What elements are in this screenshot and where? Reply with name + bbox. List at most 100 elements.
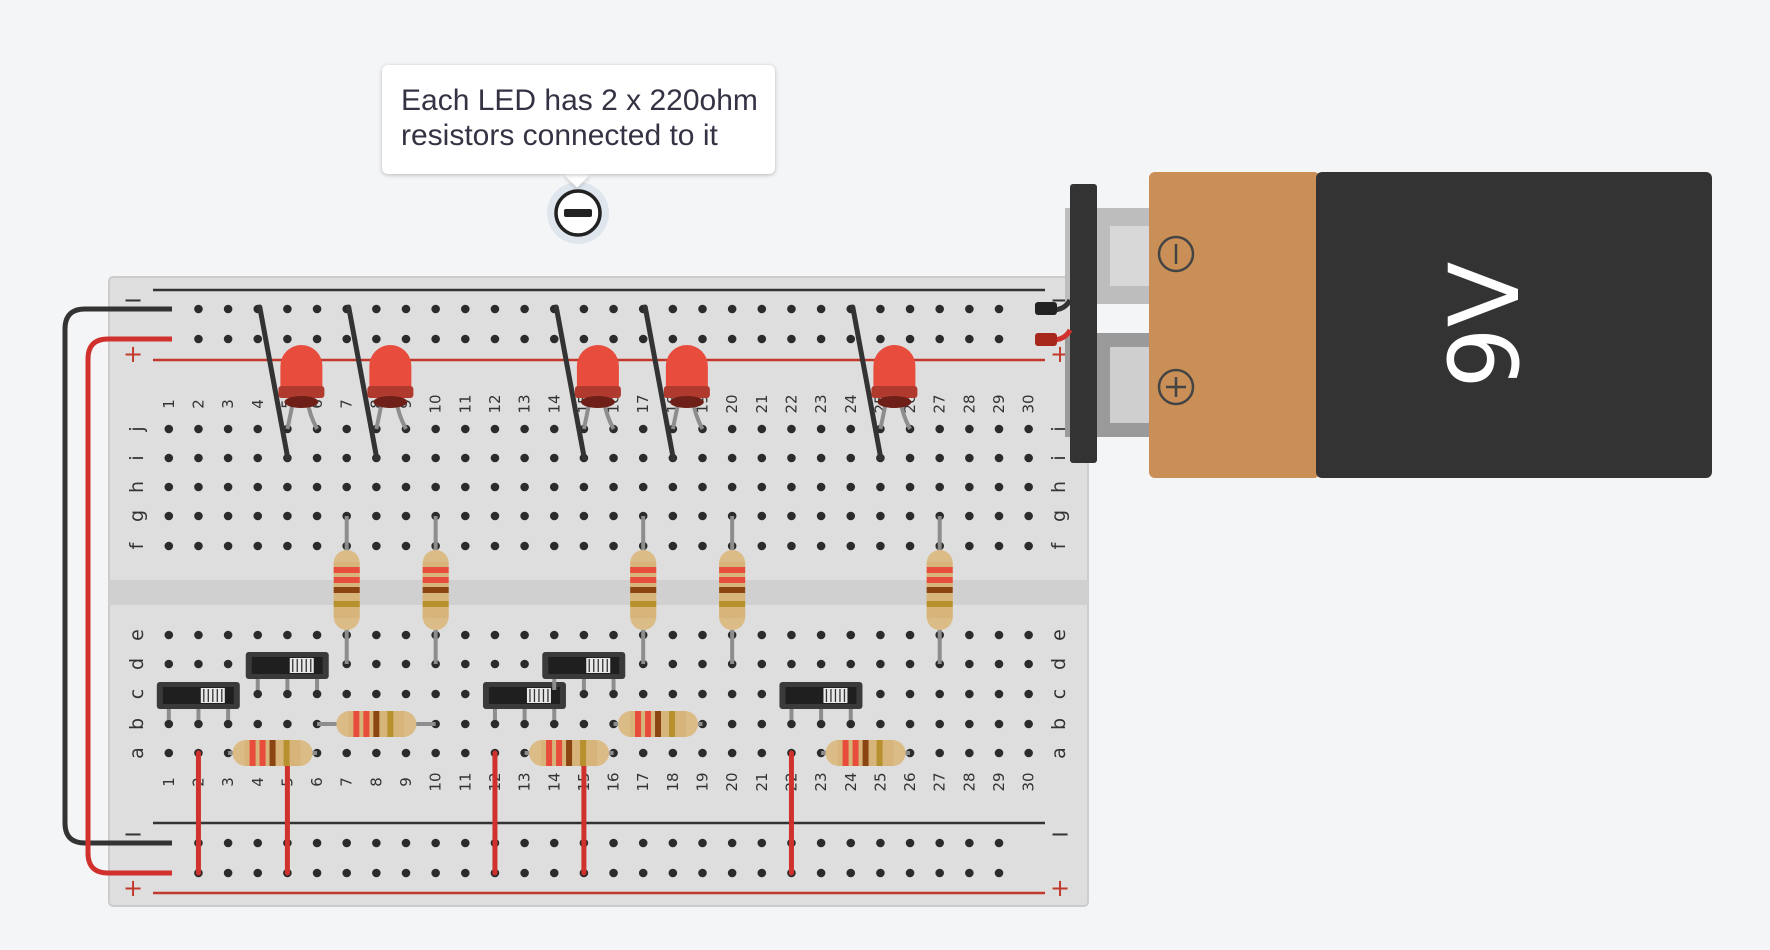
breadboard-hole[interactable]	[668, 511, 678, 521]
breadboard-hole[interactable]	[579, 511, 589, 521]
rail-hole[interactable]	[816, 868, 826, 878]
breadboard-hole[interactable]	[194, 659, 203, 669]
breadboard-hole[interactable]	[638, 424, 648, 434]
breadboard-hole[interactable]	[401, 482, 411, 492]
breadboard-hole[interactable]	[253, 541, 263, 551]
note-pin[interactable]	[547, 182, 609, 244]
breadboard-hole[interactable]	[431, 482, 440, 492]
breadboard-hole[interactable]	[994, 748, 1004, 758]
breadboard-hole[interactable]	[727, 748, 737, 758]
breadboard-hole[interactable]	[876, 689, 885, 699]
breadboard-hole[interactable]	[935, 424, 944, 434]
breadboard-hole[interactable]	[194, 482, 203, 492]
breadboard-hole[interactable]	[372, 541, 381, 551]
breadboard-hole[interactable]	[253, 511, 263, 521]
breadboard-hole[interactable]	[905, 659, 915, 669]
breadboard-hole[interactable]	[1024, 424, 1033, 434]
rail-hole[interactable]	[935, 334, 944, 344]
rail-hole[interactable]	[905, 304, 915, 314]
breadboard-hole[interactable]	[609, 541, 618, 551]
breadboard-hole[interactable]	[935, 689, 944, 699]
breadboard-hole[interactable]	[816, 511, 826, 521]
slide-switch[interactable]	[779, 682, 863, 720]
rail-hole[interactable]	[461, 304, 470, 314]
breadboard-hole[interactable]	[520, 482, 529, 492]
breadboard-hole[interactable]	[401, 630, 411, 640]
rail-hole[interactable]	[283, 304, 292, 314]
breadboard-hole[interactable]	[431, 424, 440, 434]
rail-hole[interactable]	[994, 334, 1004, 344]
breadboard-hole[interactable]	[965, 541, 974, 551]
breadboard-hole[interactable]	[609, 630, 618, 640]
rail-hole[interactable]	[876, 868, 885, 878]
breadboard-hole[interactable]	[965, 719, 974, 729]
breadboard-hole[interactable]	[994, 689, 1004, 699]
rail-hole[interactable]	[668, 838, 678, 848]
rail-hole[interactable]	[549, 868, 559, 878]
slide-switch[interactable]	[482, 682, 566, 720]
rail-hole[interactable]	[638, 838, 648, 848]
breadboard-hole[interactable]	[876, 719, 885, 729]
breadboard-hole[interactable]	[579, 689, 589, 699]
breadboard-hole[interactable]	[461, 748, 470, 758]
breadboard-hole[interactable]	[223, 541, 233, 551]
breadboard-hole[interactable]	[727, 689, 737, 699]
breadboard-hole[interactable]	[461, 659, 470, 669]
resistor[interactable]	[422, 516, 449, 664]
breadboard-hole[interactable]	[935, 482, 944, 492]
breadboard-hole[interactable]	[520, 719, 529, 729]
rail-hole[interactable]	[668, 868, 678, 878]
breadboard-hole[interactable]	[164, 748, 174, 758]
breadboard-hole[interactable]	[283, 482, 292, 492]
breadboard-hole[interactable]	[994, 541, 1004, 551]
breadboard-hole[interactable]	[609, 453, 618, 463]
breadboard-hole[interactable]	[164, 541, 174, 551]
power-wire[interactable]	[85, 336, 172, 876]
breadboard-hole[interactable]	[461, 482, 470, 492]
resistor[interactable]	[926, 516, 953, 664]
rail-hole[interactable]	[846, 334, 856, 344]
breadboard-hole[interactable]	[579, 482, 589, 492]
breadboard-hole[interactable]	[342, 482, 352, 492]
breadboard-hole[interactable]	[816, 482, 826, 492]
breadboard-hole[interactable]	[253, 482, 263, 492]
breadboard-hole[interactable]	[520, 630, 529, 640]
rail-hole[interactable]	[431, 868, 440, 878]
rail-hole[interactable]	[223, 868, 233, 878]
breadboard-hole[interactable]	[1024, 659, 1033, 669]
breadboard-hole[interactable]	[965, 511, 974, 521]
breadboard-hole[interactable]	[727, 719, 737, 729]
breadboard-hole[interactable]	[283, 541, 292, 551]
breadboard-hole[interactable]	[342, 424, 352, 434]
breadboard-hole[interactable]	[164, 482, 174, 492]
rail-hole[interactable]	[668, 334, 678, 344]
breadboard-hole[interactable]	[787, 511, 796, 521]
breadboard-hole[interactable]	[223, 659, 233, 669]
rail-hole[interactable]	[372, 334, 381, 344]
rail-hole[interactable]	[253, 334, 263, 344]
breadboard-hole[interactable]	[965, 482, 974, 492]
breadboard-hole[interactable]	[965, 453, 974, 463]
breadboard-hole[interactable]	[787, 482, 796, 492]
breadboard-hole[interactable]	[876, 630, 885, 640]
breadboard-hole[interactable]	[935, 453, 944, 463]
rail-hole[interactable]	[312, 304, 322, 314]
breadboard-hole[interactable]	[372, 659, 381, 669]
breadboard-hole[interactable]	[283, 719, 292, 729]
rail-hole[interactable]	[668, 304, 678, 314]
breadboard-hole[interactable]	[609, 689, 618, 699]
breadboard-hole[interactable]	[549, 453, 559, 463]
breadboard-hole[interactable]	[787, 453, 796, 463]
breadboard-hole[interactable]	[787, 541, 796, 551]
breadboard-hole[interactable]	[1024, 541, 1033, 551]
breadboard-hole[interactable]	[431, 453, 440, 463]
breadboard-hole[interactable]	[223, 719, 233, 729]
breadboard-hole[interactable]	[223, 424, 233, 434]
rail-hole[interactable]	[935, 868, 944, 878]
breadboard-hole[interactable]	[994, 630, 1004, 640]
rail-hole[interactable]	[727, 838, 737, 848]
rail-hole[interactable]	[312, 334, 322, 344]
breadboard-hole[interactable]	[549, 630, 559, 640]
rail-hole[interactable]	[609, 868, 618, 878]
